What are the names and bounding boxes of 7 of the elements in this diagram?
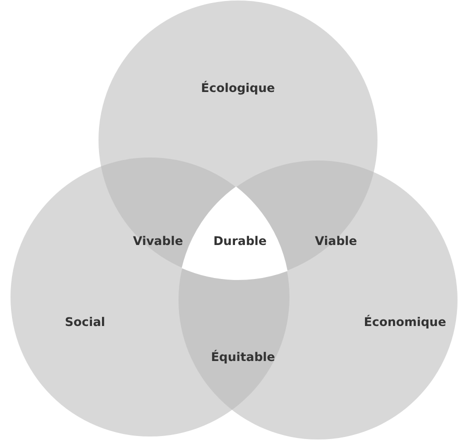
circle-label: Économique [364,315,446,329]
region-label: Durable [213,234,267,248]
region-label: Équitable [210,350,276,364]
region-label: Viable [314,234,358,248]
circle-label: Écologique [201,81,275,95]
circle-label: Social [64,315,106,329]
region-label: Vivable [133,234,183,248]
